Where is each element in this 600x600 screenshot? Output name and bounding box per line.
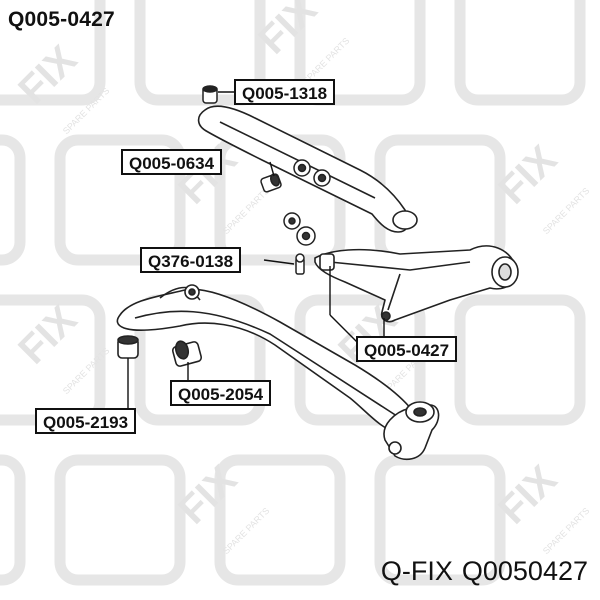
svg-text:SPARE PARTS: SPARE PARTS	[61, 86, 112, 137]
svg-text:SPARE PARTS: SPARE PARTS	[541, 506, 592, 557]
part-label-q005-0427: Q005-0427	[356, 336, 458, 362]
bushing-q005-0634	[260, 173, 282, 193]
bolt-q376-0138	[295, 253, 305, 275]
watermark-pattern	[0, 0, 586, 586]
part-label-q005-2054: Q005-2054	[170, 380, 272, 406]
footer-part-number: Q0050427	[461, 556, 588, 586]
leader-lines	[127, 91, 385, 408]
svg-text:SPARE PARTS: SPARE PARTS	[221, 186, 272, 237]
part-label-q005-1318: Q005-1318	[234, 79, 336, 105]
bushing-q005-1318	[202, 85, 218, 104]
svg-text:SPARE PARTS: SPARE PARTS	[221, 506, 272, 557]
lower-knuckle	[383, 401, 440, 461]
part-label-q005-0634: Q005-0634	[121, 149, 223, 175]
part-label-q376-0138: Q376-0138	[140, 247, 242, 273]
svg-text:SPARE PARTS: SPARE PARTS	[541, 186, 592, 237]
bushing-q005-2054	[171, 340, 203, 367]
svg-text:FIX: FIX	[10, 297, 85, 372]
bushing-q005-2193	[117, 335, 139, 359]
bushing-pair	[283, 212, 316, 246]
knuckle-arm	[314, 245, 519, 323]
footer-caption: Q-FIX Q0050427	[381, 556, 588, 587]
upper-crossmember-holes	[293, 159, 331, 187]
footer-brand: Q-FIX	[380, 556, 453, 586]
page-title: Q005-0427	[8, 8, 115, 31]
part-label-q005-2193: Q005-2193	[35, 408, 137, 434]
